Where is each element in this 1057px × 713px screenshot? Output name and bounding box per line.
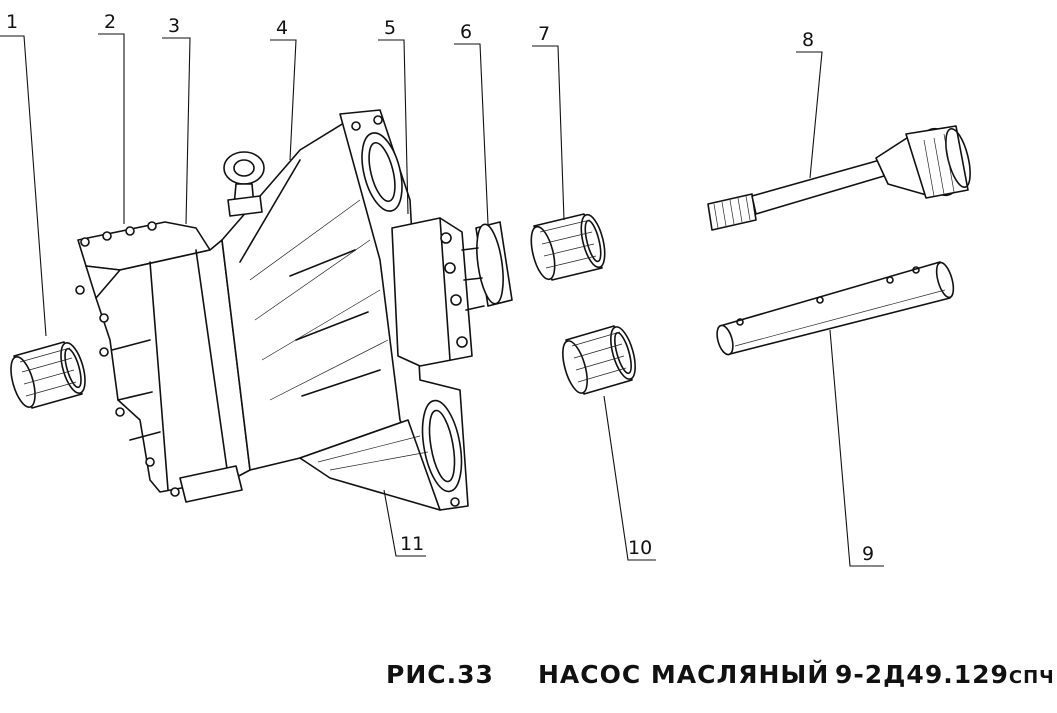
pump-housing-assembly bbox=[75, 109, 513, 511]
callout-leaders bbox=[0, 33, 884, 567]
callout-6: 6 bbox=[460, 21, 472, 43]
callout-11: 11 bbox=[400, 533, 424, 555]
callout-7: 7 bbox=[538, 23, 550, 45]
callout-labels: 1 2 3 4 5 6 7 8 9 10 11 bbox=[6, 11, 874, 565]
figure-number: РИС.33 bbox=[386, 660, 494, 689]
part-7-bushing bbox=[530, 213, 606, 281]
part-8-drive-shaft bbox=[707, 125, 971, 231]
document-code-suffix: СПЧ bbox=[1008, 667, 1055, 688]
part-1-bushing bbox=[10, 341, 86, 409]
callout-2: 2 bbox=[104, 11, 116, 33]
callout-1: 1 bbox=[6, 11, 18, 33]
document-code: 9-2Д49.129СПЧ bbox=[835, 660, 1055, 689]
callout-5: 5 bbox=[384, 17, 396, 39]
part-10-bushing bbox=[562, 325, 636, 395]
callout-10: 10 bbox=[628, 537, 652, 559]
callout-3: 3 bbox=[168, 15, 180, 37]
part-9-shaft bbox=[716, 261, 955, 356]
figure-title: НАСОС МАСЛЯНЫЙ bbox=[538, 660, 830, 689]
callout-8: 8 bbox=[802, 29, 814, 51]
callout-4: 4 bbox=[276, 17, 288, 39]
document-code-main: 9-2Д49.129 bbox=[835, 660, 1009, 689]
callout-9: 9 bbox=[862, 543, 874, 565]
